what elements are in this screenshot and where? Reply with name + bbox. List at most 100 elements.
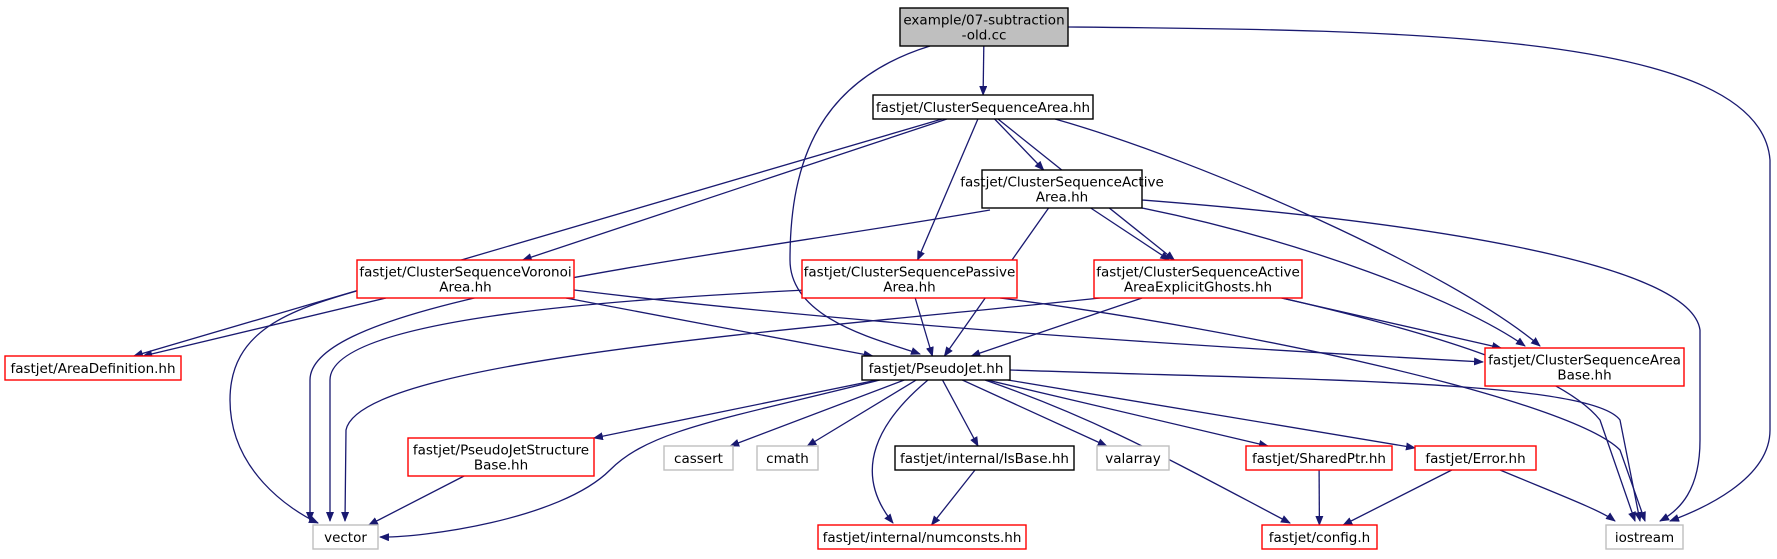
edge-csaeg-to-pseudojet — [970, 297, 1143, 357]
node-isbase[interactable]: fastjet/internal/IsBase.hh — [894, 445, 1075, 471]
node-cassert[interactable]: cassert — [663, 445, 734, 471]
node-numconsts[interactable]: fastjet/internal/numconsts.hh — [817, 524, 1027, 550]
node-pseudojet[interactable]: fastjet/PseudoJet.hh — [861, 355, 1011, 381]
node-label: fastjet/internal/IsBase.hh — [900, 451, 1069, 467]
node-label: fastjet/Error.hh — [1425, 451, 1525, 467]
node-label: fastjet/ClusterSequenceVoronoi — [359, 265, 571, 281]
node-box — [801, 259, 1018, 299]
edge-csaeg-to-vector — [341, 297, 1101, 522]
node-label: fastjet/AreaDefinition.hh — [10, 361, 175, 377]
edge-csaeg-to-iostream — [1281, 297, 1636, 522]
node-box — [312, 524, 379, 550]
node-box — [894, 445, 1075, 471]
node-label: vector — [324, 530, 367, 546]
node-label: Area.hh — [883, 280, 935, 296]
node-box — [981, 169, 1143, 209]
node-label: -old.cc — [962, 28, 1007, 44]
edge-csa-to-areadef — [132, 118, 943, 358]
node-valarray[interactable]: valarray — [1096, 445, 1170, 471]
edge-pjsb-to-vector — [367, 475, 465, 526]
edge-pseudojet-to-valarray — [962, 379, 1108, 447]
edge-csaa-to-csaeg — [1090, 207, 1171, 261]
edge-pseudojet-to-pjsb — [592, 379, 878, 441]
node-label: Base.hh — [474, 458, 528, 474]
node-box — [817, 524, 1027, 550]
edge-pseudojet-to-numconsts — [871, 379, 929, 524]
edge-root-to-csa — [979, 45, 988, 96]
edge-error-to-config — [1342, 469, 1453, 526]
node-csaeg[interactable]: fastjet/ClusterSequenceActiveAreaExplici… — [1093, 259, 1303, 299]
edge-root-to-iostream — [1067, 26, 1771, 522]
node-sharedptr[interactable]: fastjet/SharedPtr.hh — [1245, 445, 1393, 471]
node-label: fastjet/ClusterSequenceArea — [1488, 353, 1681, 369]
edge-cspa-to-pseudojet — [914, 297, 934, 357]
edge-csa-to-csaa — [994, 118, 1045, 171]
node-label: fastjet/PseudoJetStructure — [413, 443, 589, 459]
node-label: valarray — [1105, 451, 1160, 467]
edge-csaa-to-csab — [1141, 207, 1526, 347]
node-box — [663, 445, 734, 471]
edge-csva-to-csab — [573, 289, 1484, 366]
node-box — [872, 94, 1094, 120]
node-box — [899, 7, 1069, 47]
node-label: Base.hh — [1557, 368, 1611, 384]
node-box — [861, 355, 1011, 381]
edge-pseudojet-to-sharedptr — [986, 379, 1269, 448]
edge-pseudojet-to-config — [984, 379, 1291, 524]
edge-csa-to-csva — [521, 118, 948, 261]
node-box — [1096, 445, 1170, 471]
node-csa[interactable]: fastjet/ClusterSequenceArea.hh — [872, 94, 1094, 120]
node-box — [1484, 347, 1685, 387]
node-label: fastjet/ClusterSequenceArea.hh — [876, 100, 1090, 116]
node-error[interactable]: fastjet/Error.hh — [1414, 445, 1537, 471]
node-label: cassert — [674, 451, 723, 467]
edge-csva-to-areadef — [142, 297, 387, 358]
edge-csaa-to-iostream — [1141, 199, 1701, 522]
edge-csa-to-csab — [1054, 118, 1541, 347]
edge-csa-to-cspa — [917, 118, 979, 261]
edge-cspa-to-iostream — [999, 297, 1646, 522]
edge-error-to-iostream — [1499, 469, 1616, 522]
edge-pseudojet-to-iostream — [1009, 369, 1643, 522]
node-label: fastjet/config.h — [1269, 530, 1370, 546]
edge-pseudojet-to-cassert — [729, 379, 905, 447]
node-label: fastjet/ClusterSequenceActive — [960, 175, 1164, 191]
edge-pseudojet-to-error — [1007, 379, 1416, 451]
node-label: Area.hh — [1036, 190, 1088, 206]
node-cmath[interactable]: cmath — [756, 445, 819, 471]
node-box — [1605, 524, 1684, 550]
edge-csva-to-pseudojet — [565, 297, 874, 359]
edge-pseudojet-to-cmath — [806, 379, 917, 447]
node-box — [407, 437, 595, 477]
node-box — [756, 445, 819, 471]
edge-root-to-pseudojet — [789, 45, 931, 355]
node-iostream[interactable]: iostream — [1605, 524, 1684, 550]
node-config[interactable]: fastjet/config.h — [1261, 524, 1378, 550]
node-label: fastjet/ClusterSequenceActive — [1096, 265, 1300, 281]
node-box — [4, 355, 182, 381]
node-vector[interactable]: vector — [312, 524, 379, 550]
node-layer: example/07-subtraction-old.cc fastjet/Clu… — [4, 7, 1685, 550]
node-label: Area.hh — [439, 280, 491, 296]
node-label: cmath — [766, 451, 809, 467]
node-box — [356, 259, 575, 299]
node-box — [1414, 445, 1537, 471]
node-root[interactable]: example/07-subtraction-old.cc — [899, 7, 1069, 47]
edge-isbase-to-numconsts — [930, 469, 976, 526]
node-label: fastjet/ClusterSequencePassive — [804, 265, 1016, 281]
node-label: fastjet/SharedPtr.hh — [1252, 451, 1386, 467]
node-label: fastjet/internal/numconsts.hh — [823, 530, 1022, 546]
node-areadef[interactable]: fastjet/AreaDefinition.hh — [4, 355, 182, 381]
node-box — [1093, 259, 1303, 299]
node-label: fastjet/PseudoJet.hh — [869, 361, 1004, 377]
node-label: iostream — [1615, 530, 1674, 546]
edge-pseudojet-to-isbase — [941, 379, 979, 447]
node-box — [1245, 445, 1393, 471]
edge-pseudojet-to-vector — [379, 379, 881, 542]
